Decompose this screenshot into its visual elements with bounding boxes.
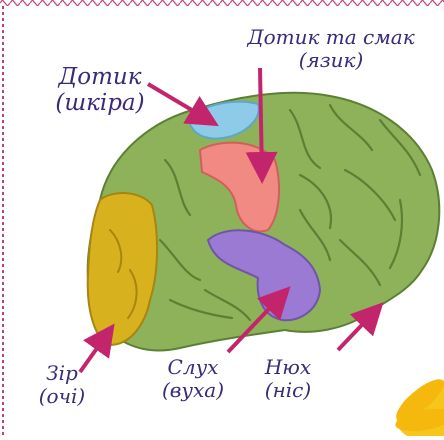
label-vision: Зір (очі) [22,362,102,408]
label-hearing: Слух (вуха) [148,356,238,402]
label-touch-skin: Дотик (шкіра) [40,64,160,117]
label-hearing-line1: Слух [148,356,238,379]
label-touch-taste-line2: (язик) [236,49,426,72]
label-touch-skin-line1: Дотик [40,64,160,90]
flower-decoration [388,368,444,436]
label-smell-line1: Нюх [248,356,328,379]
label-hearing-line2: (вуха) [148,379,238,402]
frame-top [0,0,444,6]
label-vision-line2: (очі) [22,385,102,408]
label-touch-taste-line1: Дотик та смак [236,26,426,49]
label-smell-line2: (ніс) [248,379,328,402]
label-touch-skin-line2: (шкіра) [40,90,160,116]
label-vision-line1: Зір [22,362,102,385]
label-smell: Нюх (ніс) [248,356,328,402]
label-touch-taste: Дотик та смак (язик) [236,26,426,72]
arrow-touch-taste [260,68,262,176]
